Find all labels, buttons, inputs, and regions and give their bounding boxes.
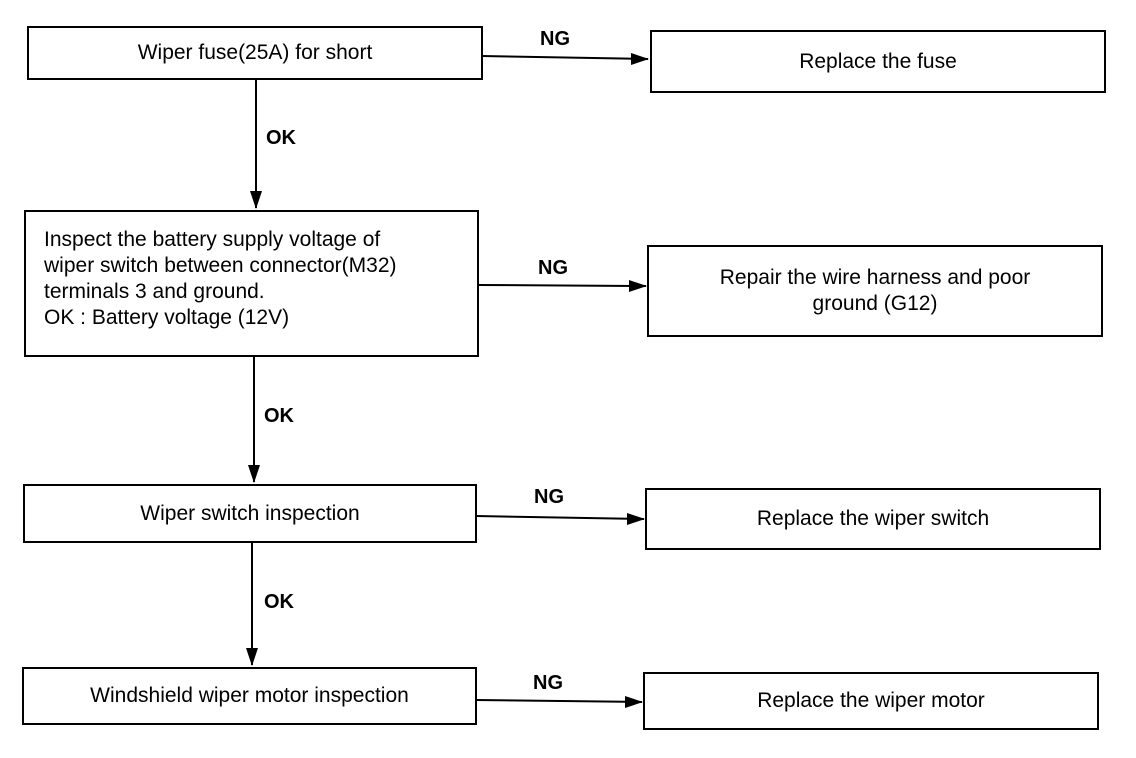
ok-label: OK	[266, 127, 296, 149]
ng-arrow-1	[481, 53, 649, 65]
action-text-line: Replace the fuse	[799, 49, 957, 73]
ng-label: NG	[533, 672, 563, 694]
ng-arrow-3	[475, 513, 645, 525]
ng-arrow-4	[475, 696, 643, 708]
check-text-line: Windshield wiper motor inspection	[90, 684, 409, 707]
check-box-battery-voltage: Inspect the battery supply voltage of wi…	[24, 210, 479, 357]
ng-label: NG	[538, 257, 568, 279]
action-text-line: Replace the wiper motor	[757, 689, 985, 712]
action-box-repair-harness: Repair the wire harness and poor ground …	[647, 245, 1103, 337]
check-text-line: Wiper fuse(25A) for short	[137, 41, 373, 64]
check-text-line: Wiper switch inspection	[140, 501, 360, 525]
check-text-line: Inspect the battery supply voltage of	[44, 228, 381, 251]
ng-label: NG	[540, 28, 570, 50]
check-text-line: OK : Battery voltage (12V)	[44, 306, 290, 329]
check-box-wiper-motor: Windshield wiper motor inspection	[22, 667, 477, 725]
ok-label: OK	[264, 591, 294, 613]
action-text-line: Repair the wire harness and poor	[719, 266, 1031, 289]
check-text-line: terminals 3 and ground.	[44, 280, 265, 303]
check-box-wiper-switch: Wiper switch inspection	[23, 484, 477, 543]
action-box-replace-fuse: Replace the fuse	[650, 30, 1106, 93]
action-box-replace-motor: Replace the wiper motor	[643, 672, 1099, 730]
check-box-wiper-fuse: Wiper fuse(25A) for short	[27, 26, 483, 80]
ng-arrow-2	[477, 280, 647, 292]
action-text-line: Replace the wiper switch	[756, 507, 990, 530]
check-text-line: wiper switch between connector(M32)	[44, 254, 397, 277]
ng-label: NG	[534, 486, 564, 508]
action-text-line: ground (G12)	[812, 292, 938, 315]
ok-label: OK	[264, 405, 294, 427]
action-box-replace-switch: Replace the wiper switch	[645, 488, 1101, 550]
